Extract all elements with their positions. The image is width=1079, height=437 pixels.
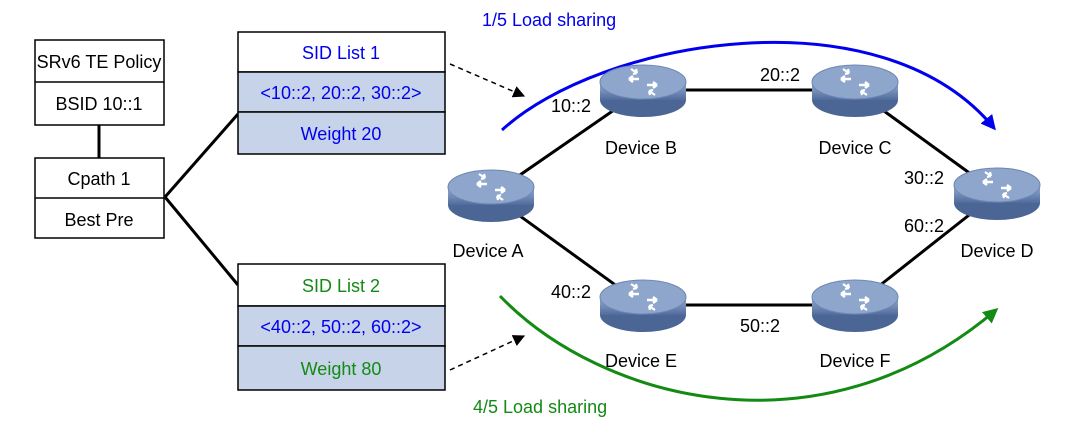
router-icon — [599, 279, 687, 332]
pointer-sid-list-1 — [449, 63, 526, 98]
network-links — [490, 88, 998, 307]
sid-list-2-sids: <40::2, 50::2, 60::2> — [260, 317, 421, 337]
device-e-label: Device E — [605, 351, 677, 371]
device-d — [953, 167, 1041, 220]
policy-bsid: BSID 10::1 — [55, 94, 142, 114]
cpath-name: Cpath 1 — [67, 169, 130, 189]
device-labels: Device A Device B Device C Device D Devi… — [452, 138, 1033, 371]
device-a-label: Device A — [452, 241, 523, 261]
address-f: 50::2 — [740, 316, 780, 336]
address-labels: 10::2 20::2 30::2 60::2 40::2 50::2 — [551, 65, 944, 336]
router-icon — [599, 64, 687, 117]
router-icon — [447, 169, 535, 222]
dashed-pointers — [449, 63, 526, 371]
load-sharing-bottom-label: 4/5 Load sharing — [473, 397, 607, 417]
address-d-bottom: 60::2 — [904, 216, 944, 236]
address-e: 40::2 — [551, 282, 591, 302]
sid-list-1: SID List 1 <10::2, 20::2, 30::2> Weight … — [237, 31, 446, 155]
device-b — [599, 64, 687, 117]
router-icon — [811, 64, 899, 117]
device-f — [811, 279, 899, 332]
address-c: 20::2 — [760, 65, 800, 85]
device-b-label: Device B — [605, 138, 677, 158]
sid-list-1-weight: Weight 20 — [301, 124, 382, 144]
device-f-label: Device F — [819, 351, 890, 371]
sid-list-1-title: SID List 1 — [302, 43, 380, 63]
load-sharing-bottom-arrow — [498, 294, 999, 402]
sid-list-2-weight: Weight 80 — [301, 359, 382, 379]
address-b: 10::2 — [551, 96, 591, 116]
device-d-label: Device D — [960, 241, 1033, 261]
load-sharing-top-label: 1/5 Load sharing — [482, 10, 616, 30]
device-a — [447, 169, 535, 222]
device-e — [599, 279, 687, 332]
cpath-preference: Best Pre — [64, 210, 133, 230]
pointer-sid-list-2 — [449, 335, 526, 371]
sid-list-2-title: SID List 2 — [302, 276, 380, 296]
sid-list-1-sids: <10::2, 20::2, 30::2> — [260, 83, 421, 103]
policy-box: SRv6 TE Policy BSID 10::1 — [34, 39, 165, 126]
load-sharing-top-arrow — [500, 40, 996, 132]
device-c — [811, 64, 899, 117]
router-icon — [953, 167, 1041, 220]
address-d-top: 30::2 — [904, 168, 944, 188]
cpath-box: Cpath 1 Best Pre — [34, 157, 165, 239]
sid-list-2: SID List 2 <40::2, 50::2, 60::2> Weight … — [237, 263, 446, 391]
device-c-label: Device C — [818, 138, 891, 158]
tree-connectors — [97, 113, 240, 286]
policy-title: SRv6 TE Policy — [37, 52, 162, 72]
router-icon — [811, 279, 899, 332]
